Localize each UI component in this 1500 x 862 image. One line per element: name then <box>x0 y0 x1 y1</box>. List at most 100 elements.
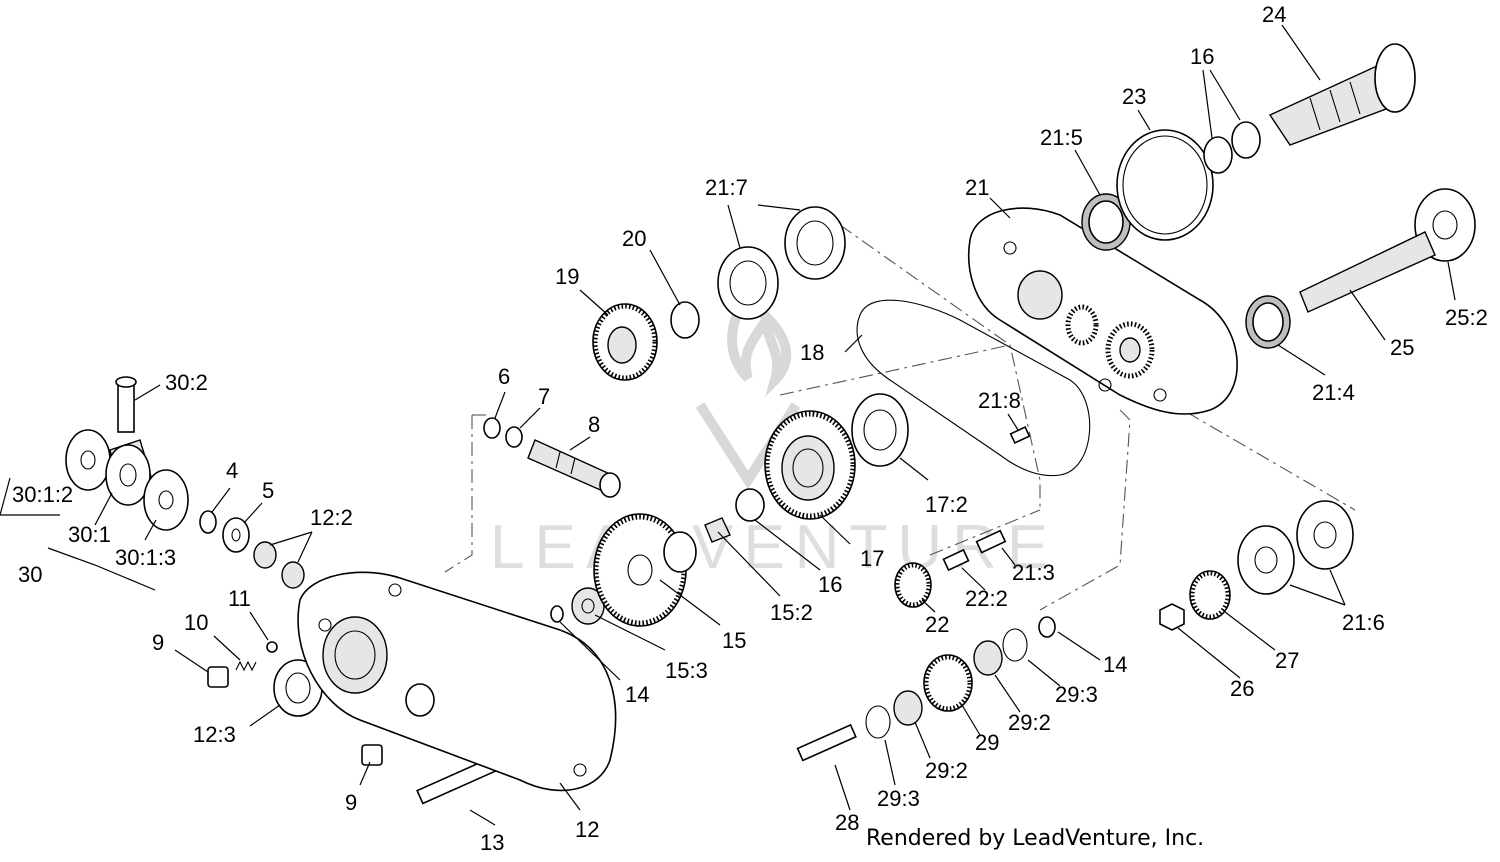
callout-6: 6 <box>498 364 510 389</box>
callout-30-1-3: 30:1:3 <box>115 545 176 570</box>
plug-9a <box>207 666 229 688</box>
callout-24: 24 <box>1262 2 1286 27</box>
callout-22: 22 <box>925 612 949 637</box>
washer-5 <box>222 517 250 553</box>
callout-17: 17 <box>860 546 884 571</box>
bearing-21-6a <box>1296 500 1354 570</box>
oring-16b-2 <box>1231 121 1261 159</box>
callout-15: 15 <box>722 628 746 653</box>
snap-ring-29-3b <box>865 705 891 739</box>
callout-12-2: 12:2 <box>310 505 353 530</box>
ring-23 <box>1116 129 1214 241</box>
callout-15-2: 15:2 <box>770 600 813 625</box>
washer-30-1-3 <box>143 469 189 531</box>
callout-10: 10 <box>184 610 208 635</box>
oring-16b-1 <box>1203 136 1233 174</box>
callout-8: 8 <box>588 412 600 437</box>
callout-17-2: 17:2 <box>925 492 968 517</box>
pin-21-8 <box>1009 426 1031 444</box>
callout-15-3: 15:3 <box>665 658 708 683</box>
callout-29-2b: 29:2 <box>925 758 968 783</box>
callout-23: 23 <box>1122 84 1146 109</box>
nut-26 <box>1159 603 1185 631</box>
bearing-21-7b <box>784 206 846 280</box>
callout-29-3a: 29:3 <box>1055 682 1098 707</box>
plug-9b <box>361 744 383 766</box>
washer-30-1-2 <box>65 429 111 491</box>
callout-5: 5 <box>262 478 274 503</box>
watermark-text: LEADVENTURE <box>490 513 1058 582</box>
ring-16a <box>735 488 765 522</box>
leadventure-logo <box>727 293 792 398</box>
callout-9a: 9 <box>152 630 164 655</box>
snap-ring-20 <box>670 301 700 339</box>
gasket-18 <box>856 299 1091 477</box>
shaft-25 <box>1299 231 1436 313</box>
callout-11: 11 <box>228 586 251 611</box>
bushing-12-2b <box>281 561 305 589</box>
oring-7 <box>505 426 523 448</box>
shaft-8-assembly <box>483 417 621 498</box>
callout-12: 12 <box>575 817 599 842</box>
callout-21-4: 21:4 <box>1312 380 1355 405</box>
housing-21 <box>968 207 1238 415</box>
bearing-21-6b <box>1237 525 1295 595</box>
oring-6 <box>483 417 501 439</box>
gear-29-assembly <box>796 616 1056 762</box>
bearing-29-2a <box>973 640 1003 676</box>
ball-11 <box>266 641 278 653</box>
callout-29: 29 <box>975 730 999 755</box>
callout-13: 13 <box>480 830 504 855</box>
callout-labels: 30:2 30:1:2 30:1 30:1:3 30 4 5 12:2 11 1… <box>12 2 1488 855</box>
washer-14b <box>1038 616 1056 638</box>
callout-21: 21 <box>965 175 989 200</box>
pin-21-3 <box>975 529 1007 554</box>
callout-30: 30 <box>18 562 42 587</box>
washers-seals-4-5-12-2 <box>199 510 305 589</box>
shaft-25-assembly <box>1245 188 1476 349</box>
collar-assembly-30 <box>65 376 189 531</box>
callout-22-2: 22:2 <box>965 586 1008 611</box>
gear-19-assembly <box>592 206 846 381</box>
ring-4 <box>199 510 217 534</box>
callout-12-3: 12:3 <box>193 722 236 747</box>
bolt-28 <box>796 723 857 762</box>
watermark: LEADVENTURE <box>490 293 1058 582</box>
callout-30-1: 30:1 <box>68 522 111 547</box>
callout-9b: 9 <box>345 790 357 815</box>
housing-12 <box>297 571 617 792</box>
render-credit: Rendered by LeadVenture, Inc. <box>866 826 1205 851</box>
callout-21-7: 21:7 <box>705 175 748 200</box>
washer-14a <box>550 605 564 623</box>
bearing-21-7a <box>717 246 779 320</box>
callout-28: 28 <box>835 810 859 835</box>
callout-16a: 16 <box>818 572 842 597</box>
output-shaft-24-assembly <box>1081 43 1416 251</box>
bearing-17-2 <box>851 393 909 467</box>
callout-29-3b: 29:3 <box>877 786 920 811</box>
callout-14a: 14 <box>625 682 649 707</box>
callout-26: 26 <box>1230 676 1254 701</box>
callout-27: 27 <box>1275 648 1299 673</box>
callout-16b: 16 <box>1190 44 1214 69</box>
pin-22-2 <box>942 548 970 572</box>
callout-18: 18 <box>800 340 824 365</box>
plug-spring-ball <box>207 641 497 805</box>
callout-7: 7 <box>538 384 550 409</box>
callout-30-2: 30:2 <box>165 370 208 395</box>
gear-15-assembly <box>550 488 765 627</box>
callout-21-5: 21:5 <box>1040 125 1083 150</box>
callout-21-6: 21:6 <box>1342 610 1385 635</box>
gear-27-assembly <box>1159 500 1354 631</box>
callout-25-2: 25:2 <box>1445 305 1488 330</box>
callout-21-3: 21:3 <box>1012 560 1055 585</box>
bushing-15-2 <box>704 517 731 543</box>
leader-lines <box>0 24 1456 826</box>
snap-ring-29-3a <box>1002 628 1028 662</box>
callout-19: 19 <box>555 264 579 289</box>
spring-10 <box>235 660 257 672</box>
callout-14b: 14 <box>1103 652 1127 677</box>
bushing-12-2a <box>253 541 277 569</box>
bearing-29-2b <box>893 690 923 726</box>
